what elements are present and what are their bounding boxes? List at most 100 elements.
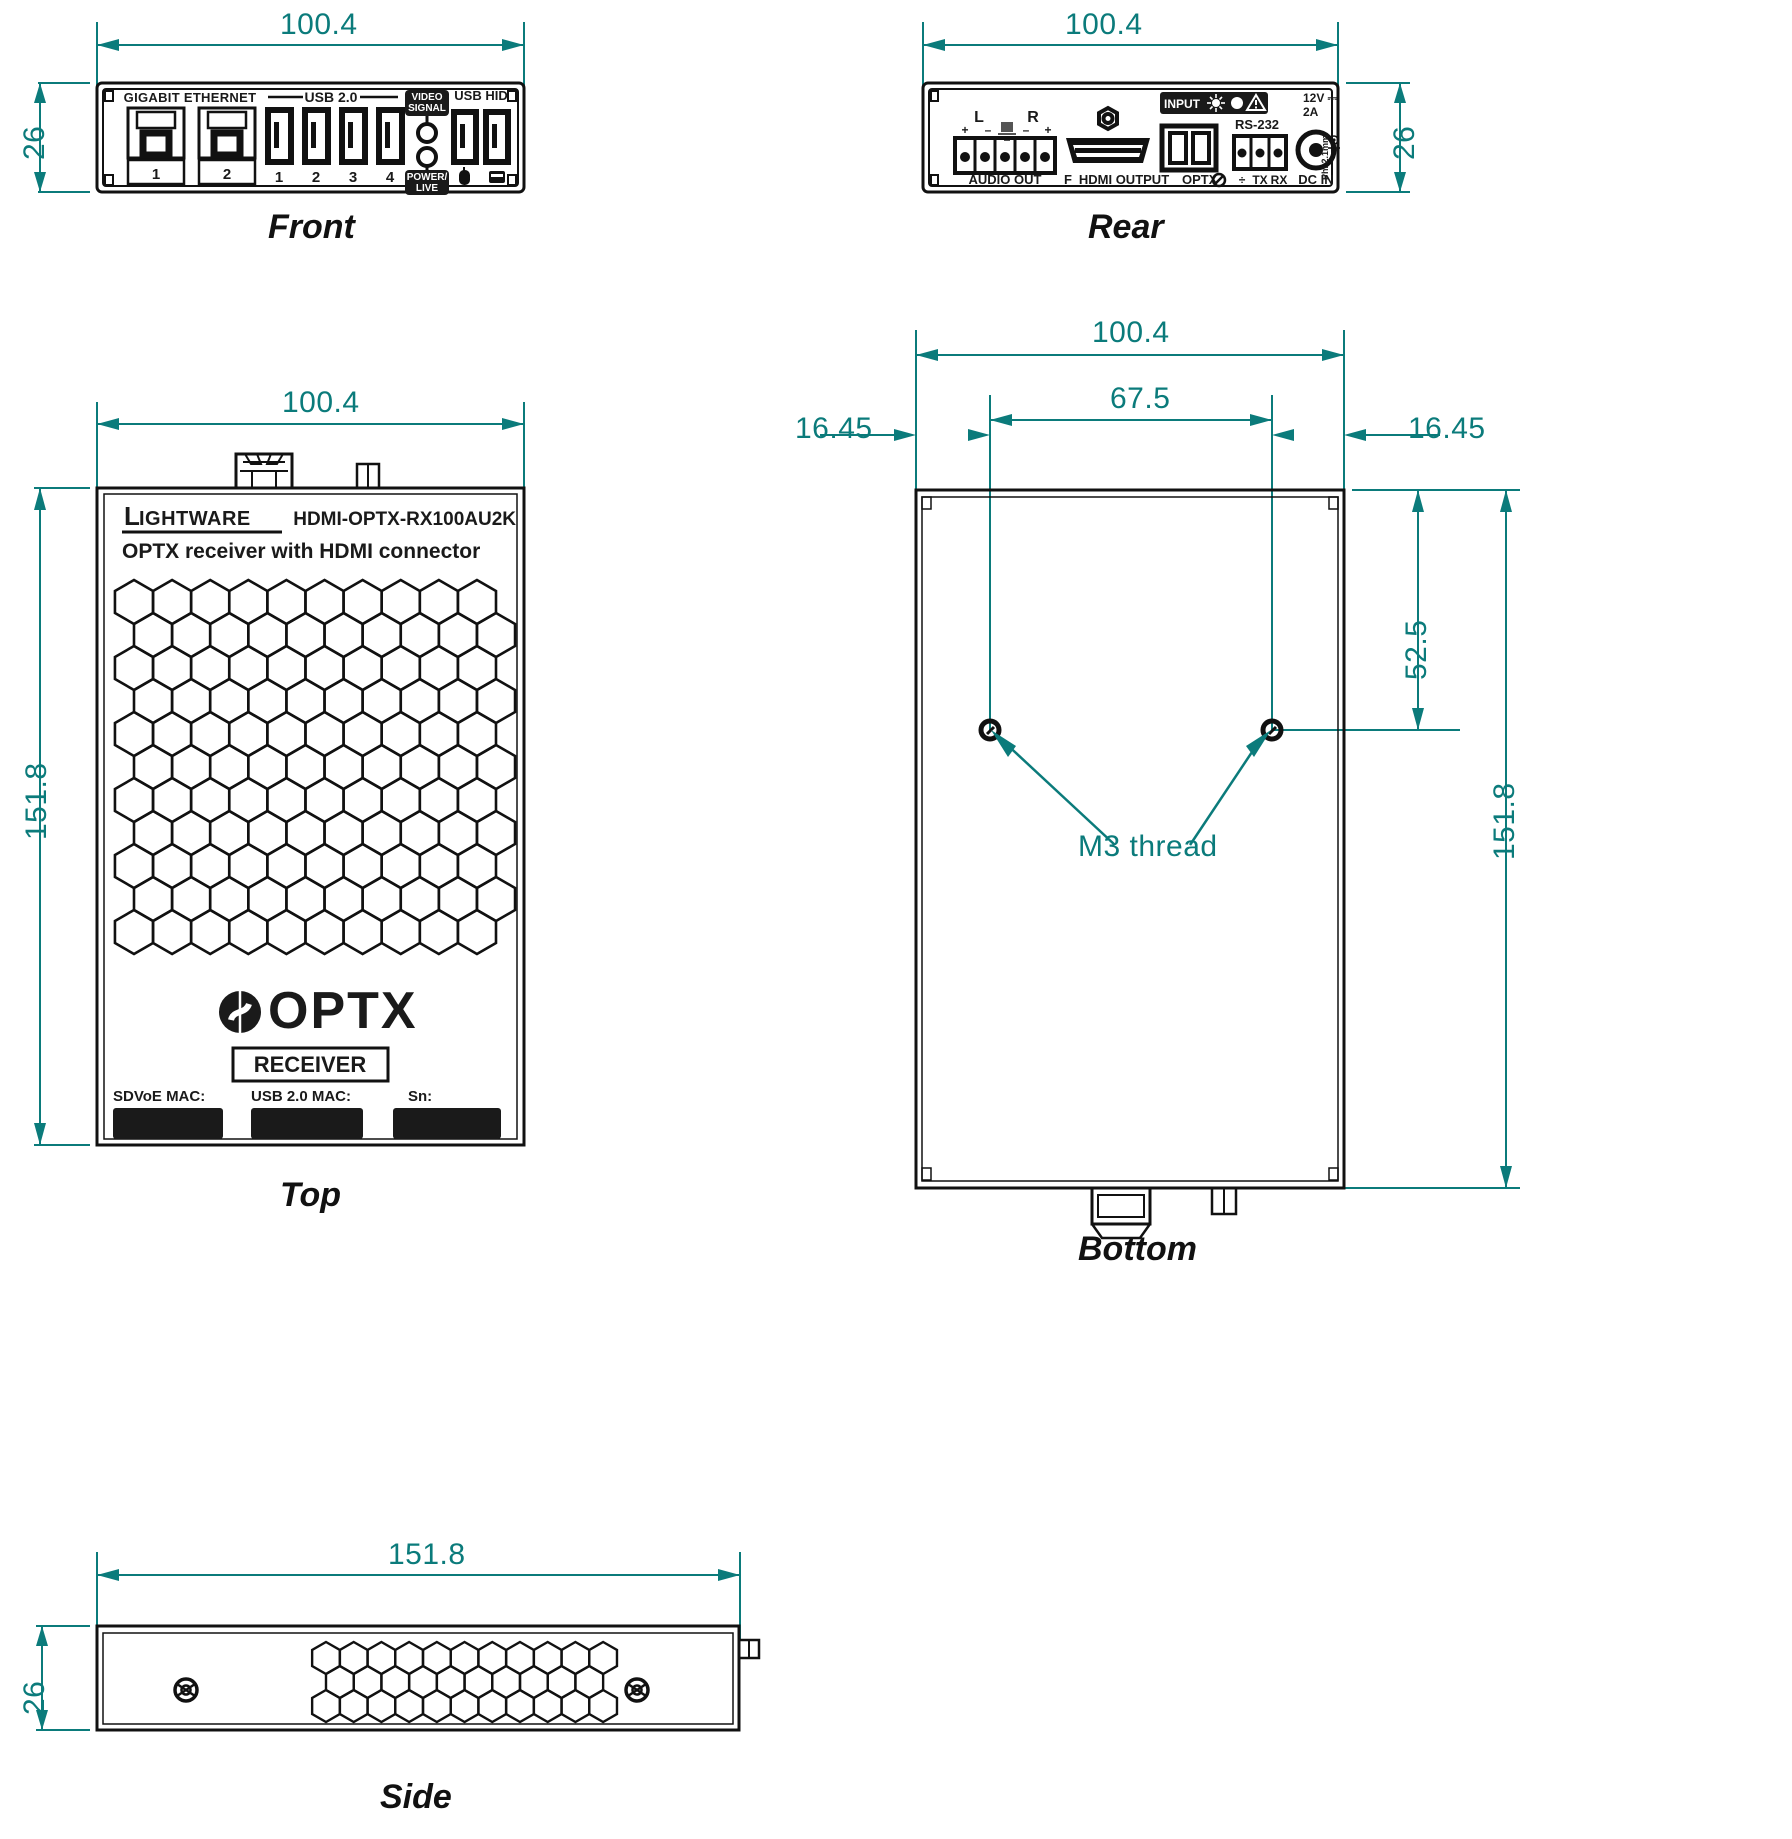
rear-audio-left-label: L <box>974 109 984 126</box>
side-screw-right <box>624 1677 650 1703</box>
side-screw-left <box>173 1677 199 1703</box>
field-label-usb-mac: USB 2.0 MAC: <box>251 1088 351 1105</box>
rear-input-badge: INPUT <box>1160 92 1268 114</box>
dot-icon <box>1231 97 1243 109</box>
rear-rs232-label: RS-232 <box>1235 117 1279 132</box>
front-view: 100.4 26 GIGABIT ETHERNET <box>0 0 600 260</box>
faceplate-branding: L IGHTWARE HDMI-OPTX-RX100AU2K OPTX rece… <box>122 501 516 563</box>
keyboard-icon <box>489 171 505 183</box>
svg-text:RECEIVER: RECEIVER <box>254 1052 367 1077</box>
dc-polarity-icon <box>1328 135 1340 149</box>
svg-text:SIGNAL: SIGNAL <box>408 103 446 114</box>
rear-rs232-pin-rx: RX <box>1271 173 1288 187</box>
front-usb-port-3-label: 3 <box>349 169 357 186</box>
side-honeycomb-vent <box>310 1640 619 1724</box>
front-usb-port-4-label: 4 <box>386 169 395 186</box>
rear-audio-out-label: AUDIO OUT <box>969 172 1042 187</box>
svg-text:+: + <box>1044 123 1051 137</box>
side-view-drawing <box>36 1552 761 1732</box>
svg-text:LIVE: LIVE <box>416 183 439 194</box>
model-number: HDMI-OPTX-RX100AU2K <box>293 509 516 530</box>
bottom-hole-top-offset-dimension: 52.5 <box>1400 619 1433 680</box>
svg-text:INPUT: INPUT <box>1164 97 1201 111</box>
bottom-left-offset-dimension: 16.45 <box>795 412 873 445</box>
bottom-view-label: Bottom <box>1078 1230 1197 1268</box>
svg-text:POWER/: POWER/ <box>407 172 448 183</box>
rs232-terminal-block <box>1232 134 1288 171</box>
field-value-sdvoe-mac <box>113 1108 223 1139</box>
rear-hdmi-output-label: HDMI OUTPUT <box>1079 172 1169 187</box>
front-view-drawing: GIGABIT ETHERNET 1 2 USB 2.0 <box>34 22 526 195</box>
front-usb-port-1-label: 1 <box>275 169 283 186</box>
rear-dc-voltage-1: 12V ⎓ <box>1303 91 1338 105</box>
dc-jack <box>1295 129 1337 171</box>
front-ethernet-port-1-label: 1 <box>152 166 160 183</box>
rear-audio-right-label: R <box>1027 109 1039 126</box>
top-width-dimension: 100.4 <box>282 386 360 419</box>
audio-terminal-block <box>953 136 1057 175</box>
m3-hole-left <box>978 718 1002 742</box>
svg-text:+: + <box>961 123 968 137</box>
receiver-badge: RECEIVER <box>231 1046 390 1083</box>
mouse-icon <box>459 167 470 185</box>
front-height-dimension: 26 <box>18 125 51 160</box>
rear-width-dimension: 100.4 <box>1065 8 1143 41</box>
rear-view-label: Rear <box>1088 208 1164 246</box>
field-value-usb-mac <box>251 1108 363 1139</box>
optx-logo-icon <box>219 991 261 1033</box>
top-height-dimension: 151.8 <box>20 762 53 840</box>
front-usb-hid-group-label: USB HID <box>454 88 507 103</box>
sun-icon <box>1207 94 1225 112</box>
side-view: 151.8 26 <box>0 1530 900 1830</box>
bottom-view-drawing <box>820 330 1520 1240</box>
rear-dc-jack-note: Phi 2.1mm <box>1320 135 1330 180</box>
front-view-label: Front <box>268 208 355 246</box>
rear-height-dimension: 26 <box>1388 125 1421 160</box>
warning-icon <box>1245 93 1267 111</box>
optx-fiber-ports <box>1159 123 1219 173</box>
bottom-view: 100.4 67.5 16.45 16.45 52.5 151.8 M3 thr… <box>795 300 1580 1290</box>
svg-text:IGHTWARE: IGHTWARE <box>139 508 251 530</box>
front-usb-port-2-label: 2 <box>312 169 320 186</box>
rear-rs232-pin-0: ÷ <box>1239 173 1246 187</box>
rear-view-drawing: L R + – – + AUDIO OUT F <box>921 22 1410 194</box>
rear-optx-label: OPTX <box>1182 172 1218 187</box>
m3-hole-right <box>1260 718 1284 742</box>
svg-text:–: – <box>985 123 992 137</box>
bottom-thread-annotation: M3 thread <box>1078 830 1218 863</box>
front-usb-group-label: USB 2.0 <box>305 89 358 105</box>
rear-hdmi-lock-mark: F <box>1064 172 1072 187</box>
brand-wordmark: L <box>124 501 140 531</box>
no-laser-icon <box>1211 172 1227 188</box>
bottom-width-dimension: 100.4 <box>1092 316 1170 349</box>
optx-logo-text: OPTX <box>268 982 418 1040</box>
faceplate-fields: SDVoE MAC: USB 2.0 MAC: Sn: <box>113 1088 501 1139</box>
top-view-drawing: L IGHTWARE HDMI-OPTX-RX100AU2K OPTX rece… <box>34 402 526 1147</box>
faceplate-subtitle: OPTX receiver with HDMI connector <box>122 540 480 563</box>
front-power-live-led: POWER/ LIVE <box>405 146 449 195</box>
rear-dc-voltage-2: 2A <box>1303 105 1319 119</box>
side-length-dimension: 151.8 <box>388 1538 466 1571</box>
bottom-right-offset-dimension: 16.45 <box>1408 412 1486 445</box>
rear-dc-in-label: DC IN <box>1298 172 1333 187</box>
top-view: 100.4 151.8 <box>0 370 600 1230</box>
field-label-sn: Sn: <box>408 1088 432 1105</box>
field-value-sn <box>393 1108 501 1139</box>
bottom-hole-spacing-dimension: 67.5 <box>1110 382 1171 415</box>
top-view-label: Top <box>280 1176 342 1214</box>
front-ethernet-port-2-label: 2 <box>223 166 231 183</box>
field-label-sdvoe-mac: SDVoE MAC: <box>113 1088 205 1105</box>
front-ethernet-group-label: GIGABIT ETHERNET <box>124 90 257 105</box>
front-width-dimension: 100.4 <box>280 8 358 41</box>
honeycomb-vent <box>113 578 517 956</box>
side-view-label: Side <box>380 1778 452 1816</box>
bottom-height-dimension: 151.8 <box>1488 782 1521 860</box>
rear-view: 100.4 26 L R + – – + <box>860 0 1480 260</box>
hdmi-screw-icon <box>1097 105 1119 132</box>
svg-text:VIDEO: VIDEO <box>411 92 442 103</box>
front-video-signal-led: VIDEO SIGNAL <box>405 90 449 144</box>
hdmi-connector <box>1066 138 1150 163</box>
rear-rs232-pin-tx: TX <box>1252 173 1267 187</box>
svg-text:–: – <box>1023 123 1030 137</box>
side-height-dimension: 26 <box>18 1680 51 1715</box>
